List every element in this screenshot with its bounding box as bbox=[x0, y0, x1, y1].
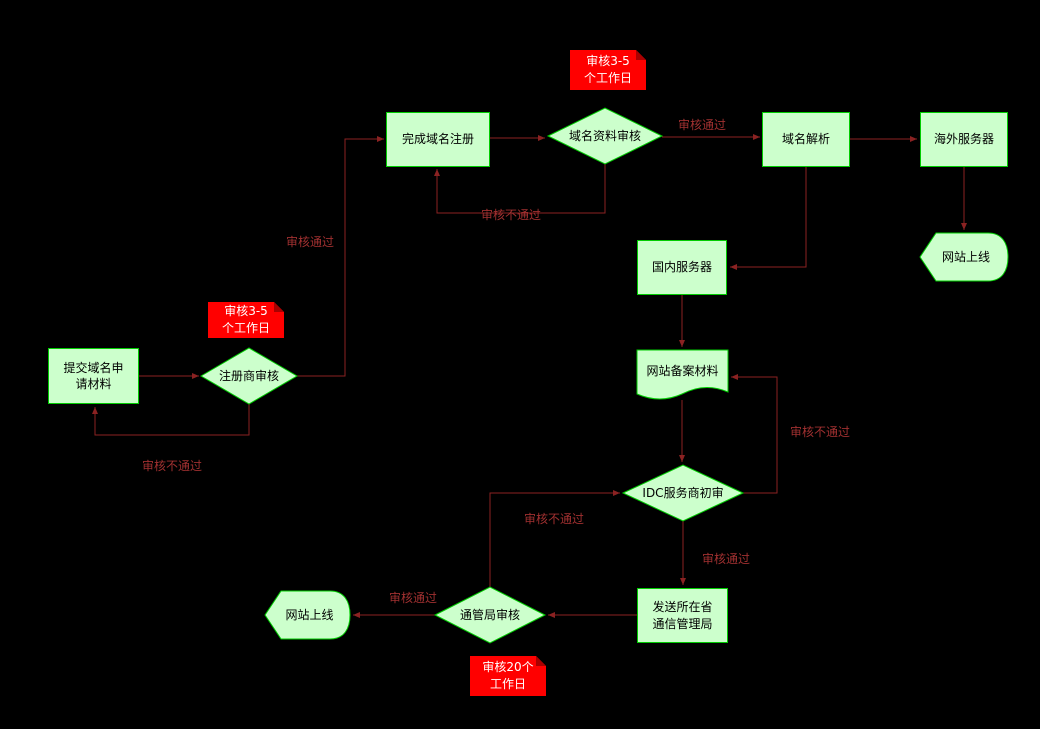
edge-label-registrar-fail: 审核不通过 bbox=[142, 459, 203, 473]
edge-label-domaininfo-pass: 审核通过 bbox=[678, 118, 727, 132]
note-registrar-duration: 审核3-5 个工作日 bbox=[208, 302, 284, 338]
node-send-provincial-bureau: 发送所在省 通信管理局 bbox=[637, 588, 728, 643]
edge-idc-fail-loop bbox=[731, 374, 778, 494]
node-site-online-overseas-shape bbox=[919, 232, 1009, 282]
node-bureau-review-shape bbox=[433, 586, 547, 644]
edge-label-idc-pass: 审核通过 bbox=[702, 552, 751, 566]
note-fold-corner bbox=[636, 50, 646, 60]
edge-label-bureau-fail: 审核不通过 bbox=[524, 512, 585, 526]
edge-bureau-fail bbox=[489, 490, 620, 587]
note-fold-corner bbox=[536, 656, 546, 666]
edge-label-bureau-pass: 审核通过 bbox=[389, 591, 438, 605]
edge-resolution-to-domestic bbox=[730, 167, 807, 270]
edge-label-registrar-pass: 审核通过 bbox=[286, 235, 335, 249]
edge-registrar-fail-loop bbox=[92, 404, 250, 436]
node-registrar-review-shape bbox=[200, 347, 298, 405]
node-filing-materials-shape bbox=[636, 349, 729, 400]
node-overseas-server: 海外服务器 bbox=[920, 112, 1008, 167]
node-domain-resolution: 域名解析 bbox=[762, 112, 850, 167]
node-complete-registration: 完成域名注册 bbox=[386, 112, 490, 167]
edge-label-domaininfo-fail: 审核不通过 bbox=[481, 208, 542, 222]
note-fold-corner bbox=[274, 302, 284, 312]
node-submit-materials: 提交域名申 请材料 bbox=[48, 348, 139, 404]
node-idc-initial-review-shape bbox=[621, 464, 745, 522]
edge-label-idc-fail: 审核不通过 bbox=[790, 425, 851, 439]
node-domain-info-review-shape bbox=[546, 107, 664, 165]
edge-registrar-pass bbox=[297, 136, 384, 377]
node-domestic-server: 国内服务器 bbox=[637, 240, 727, 295]
note-bureau-duration: 审核20个 工作日 bbox=[470, 656, 546, 696]
node-site-online-domestic-shape bbox=[264, 590, 351, 640]
note-domain-info-duration: 审核3-5 个工作日 bbox=[570, 50, 646, 90]
edge-domaininfo-fail-loop bbox=[434, 164, 606, 214]
